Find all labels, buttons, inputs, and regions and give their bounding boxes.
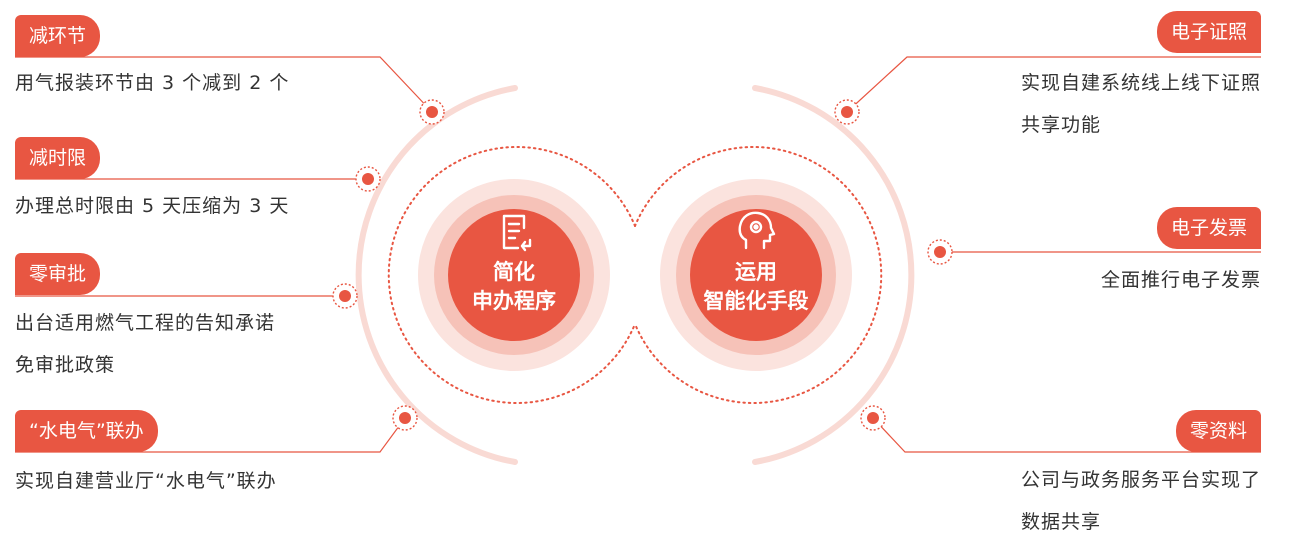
- desc-zero-approval: 出台适用燃气工程的告知承诺 免审批政策: [15, 302, 275, 386]
- desc-line: 共享功能: [1020, 114, 1101, 136]
- tag-reduce-steps: 减环节: [15, 15, 101, 57]
- hub-left-label: 简化 申办程序: [404, 258, 624, 316]
- node-right-3: [860, 405, 886, 431]
- tag-zero-approval: 零审批: [15, 253, 101, 295]
- node-left-2: [355, 166, 381, 192]
- hub-right-line1: 运用: [735, 260, 777, 284]
- hub-left-line1: 简化: [493, 260, 535, 284]
- hub-right-line2: 智能化手段: [703, 289, 809, 313]
- desc-line: 实现自建系统线上线下证照: [1020, 72, 1261, 94]
- desc-line: 出台适用燃气工程的告知承诺: [15, 312, 276, 334]
- node-left-4: [392, 405, 418, 431]
- desc-line: 实现自建营业厅“水电气”联办: [15, 470, 277, 492]
- node-left-3: [332, 283, 358, 309]
- connector-nodes: [332, 99, 953, 431]
- desc-reduce-time: 办理总时限由 5 天压缩为 3 天: [15, 185, 289, 227]
- desc-joint-service: 实现自建营业厅“水电气”联办: [15, 460, 277, 502]
- tag-joint-service: “水电气”联办: [15, 410, 158, 452]
- hub-left: [418, 179, 610, 371]
- node-right-2: [927, 239, 953, 265]
- hub-left-line2: 申办程序: [472, 289, 556, 313]
- hub-right-label: 运用 智能化手段: [646, 258, 866, 316]
- desc-line: 用气报装环节由 3 个减到 2 个: [15, 72, 290, 94]
- tag-reduce-time: 减时限: [15, 137, 101, 179]
- tag-e-license: 电子证照: [1156, 11, 1261, 53]
- smart-head-icon: [738, 211, 776, 250]
- hub-right: [660, 179, 852, 371]
- tag-zero-documents: 零资料: [1175, 410, 1261, 452]
- node-left-1: [419, 99, 445, 125]
- outer-arc-right: [752, 85, 915, 465]
- desc-zero-documents: 公司与政务服务平台实现了 数据共享: [1021, 459, 1261, 543]
- desc-e-invoice: 全面推行电子发票: [1101, 259, 1261, 301]
- dotted-rings: [387, 146, 883, 404]
- desc-line: 公司与政务服务平台实现了: [1020, 469, 1261, 491]
- desc-e-license: 实现自建系统线上线下证照 共享功能: [1021, 62, 1261, 146]
- desc-line: 数据共享: [1020, 511, 1101, 533]
- desc-reduce-steps: 用气报装环节由 3 个减到 2 个: [15, 62, 289, 104]
- connector-lines: [15, 56, 1261, 453]
- node-right-1: [834, 99, 860, 125]
- document-return-icon: [502, 214, 532, 252]
- desc-line: 办理总时限由 5 天压缩为 3 天: [15, 195, 290, 217]
- desc-line: 免审批政策: [15, 354, 116, 376]
- tag-e-invoice: 电子发票: [1156, 207, 1261, 249]
- desc-line: 全面推行电子发票: [1100, 269, 1261, 291]
